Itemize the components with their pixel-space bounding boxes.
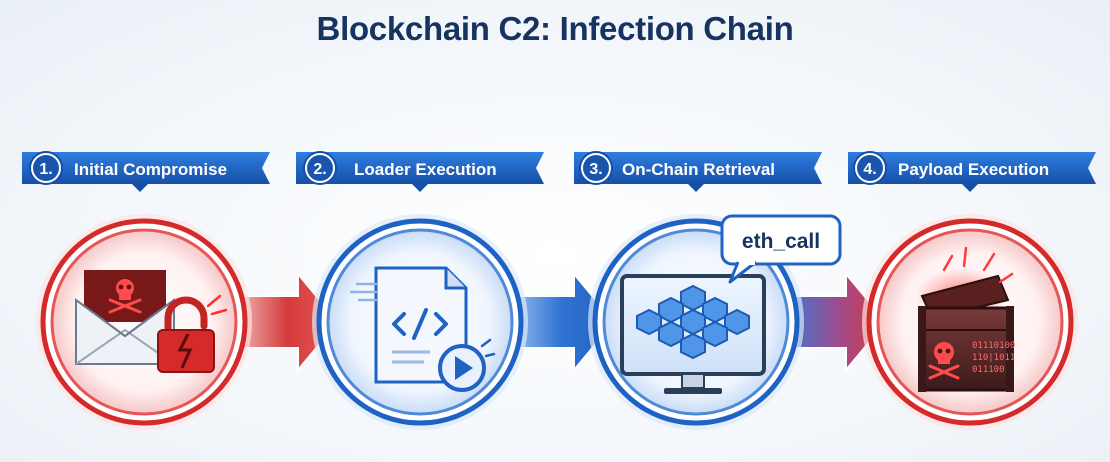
malicious-email-icon: [75, 270, 175, 365]
broken-padlock-icon: [157, 294, 228, 373]
page-title: Blockchain C2: Infection Chain: [316, 10, 794, 47]
binary-text-1: 01110100: [972, 341, 1015, 351]
step-3-number: 3.: [589, 161, 602, 178]
step-3-label: On-Chain Retrieval: [622, 160, 775, 179]
step-1-label: Initial Compromise: [74, 160, 227, 179]
step-1-number: 1.: [39, 161, 52, 178]
play-icon: [438, 338, 496, 392]
step-2-banner: 2. Loader Execution: [296, 151, 544, 192]
binary-text-3: 011100: [972, 365, 1005, 375]
step-2-number: 2.: [313, 161, 326, 178]
eth-call-callout: eth_call: [720, 214, 842, 284]
malware-crate-icon: 01110100 110|1011 011100: [916, 246, 1015, 392]
eth-call-text: eth_call: [742, 230, 820, 253]
step-4-number: 4.: [863, 161, 876, 178]
step-4-label: Payload Execution: [898, 160, 1049, 179]
step-1-banner: 1. Initial Compromise: [22, 151, 270, 192]
blockchain-monitor-icon: [620, 274, 766, 394]
step-4-banner: 4. Payload Execution: [848, 151, 1096, 192]
binary-text-2: 110|1011: [972, 353, 1015, 363]
step-2-label: Loader Execution: [354, 160, 497, 179]
step-3-banner: 3. On-Chain Retrieval: [574, 151, 822, 192]
